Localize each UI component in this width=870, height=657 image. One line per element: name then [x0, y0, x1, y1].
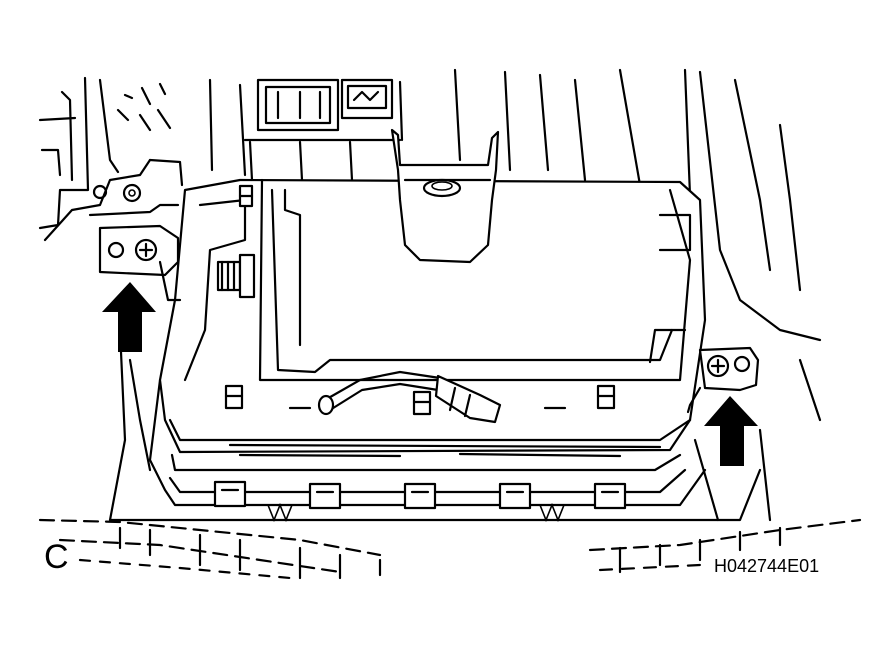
dashboard-bracket-left — [38, 76, 184, 242]
airbag-housing-tray — [108, 328, 762, 522]
center-mounting-bracket — [390, 128, 500, 264]
arrow-left-indicator — [102, 282, 156, 352]
side-stud-bolt — [216, 253, 256, 299]
wiring-harness-connector — [317, 370, 502, 424]
floor-dashed-lines — [38, 518, 862, 580]
bolt-bottom-center — [412, 390, 432, 416]
bolt-bottom-left — [224, 384, 244, 410]
bolt-top-left — [238, 184, 254, 208]
airbag-module — [158, 178, 707, 494]
left-mounting-bracket — [98, 224, 182, 302]
right-mounting-bracket — [686, 346, 760, 414]
arrow-right-indicator — [704, 396, 758, 466]
retaining-clips — [213, 480, 627, 523]
view-label: C — [44, 538, 69, 576]
connector-block — [208, 68, 692, 197]
figure-code: H042744E01 — [714, 556, 820, 576]
dashboard-bracket-right — [693, 70, 822, 522]
hex-bolts — [224, 184, 616, 416]
bolt-bottom-right — [596, 384, 616, 410]
